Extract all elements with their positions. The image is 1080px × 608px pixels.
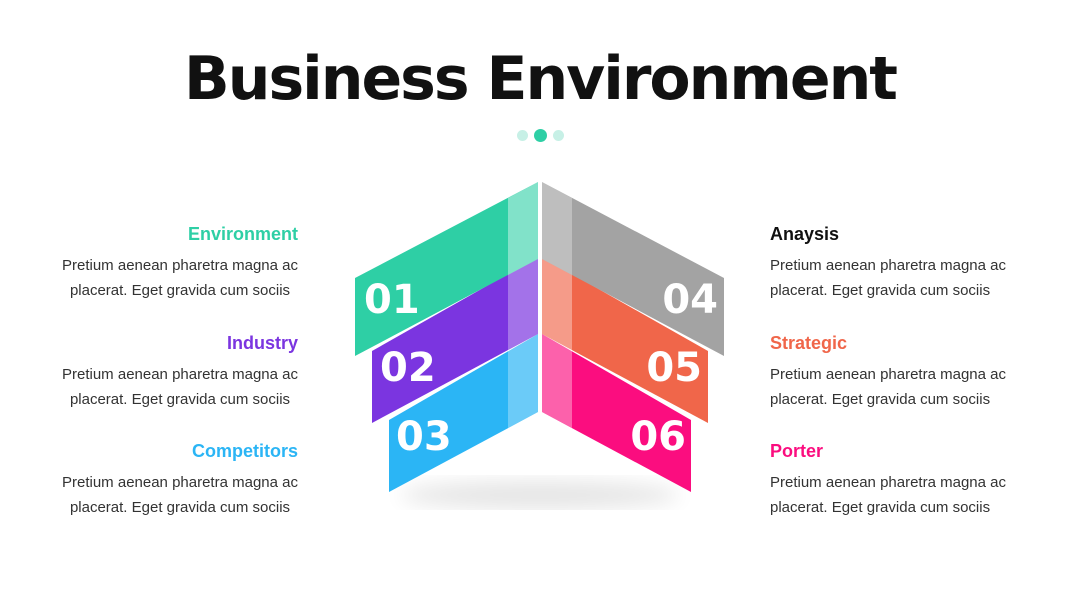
chevron-06: 06 <box>542 334 691 492</box>
chevron-04-shape <box>542 182 724 356</box>
step-02-label: Industry <box>226 333 298 353</box>
pagination-dots <box>0 129 1080 142</box>
step-01-description-line2: placerat. Eget gravida cum sociis <box>69 282 291 299</box>
step-01-description-line1: Pretium aenean pharetra magna ac <box>62 257 298 274</box>
step-03-description-line1: Pretium aenean pharetra magna ac <box>62 474 298 491</box>
pagination-dot <box>516 130 528 141</box>
chevron-04: 04 <box>542 182 724 356</box>
step-06-text: Porter Pretium aenean pharetra magna ac … <box>770 441 1010 520</box>
chevron-diagram: 03 02 01 06 05 04 <box>355 182 724 509</box>
step-04-label: Anaysis <box>770 224 840 244</box>
step-02-text: Industry Pretium aenean pharetra magna a… <box>60 333 300 412</box>
chevron-05: 05 <box>542 257 708 423</box>
step-02-description-line1: Pretium aenean pharetra magna ac <box>62 366 298 383</box>
step-05-description-line1: Pretium aenean pharetra magna ac <box>770 366 1006 383</box>
step-05-text: Strategic Pretium aenean pharetra magna … <box>770 333 1010 412</box>
pagination-dot-active <box>533 129 547 142</box>
chevron-05-highlight <box>542 257 572 351</box>
chevron-02-shape <box>372 257 538 423</box>
step-06-description-line2: placerat. Eget gravida cum sociis <box>770 499 991 516</box>
chevron-02: 02 <box>372 257 538 423</box>
chevron-06-shape <box>542 334 691 492</box>
step-06-description-line1: Pretium aenean pharetra magna ac <box>770 474 1006 491</box>
chevron-01: 01 <box>355 182 538 356</box>
chevron-04-number: 04 <box>662 277 718 323</box>
chevron-01-shape <box>355 182 538 356</box>
chevron-02-highlight <box>508 257 538 351</box>
chevron-03-number: 03 <box>396 414 452 460</box>
chevron-02-number: 02 <box>380 345 436 391</box>
step-03-text: Competitors Pretium aenean pharetra magn… <box>60 441 300 520</box>
page-title: Business Environment <box>184 44 898 114</box>
chevron-03-highlight <box>508 334 538 428</box>
step-04-description-line1: Pretium aenean pharetra magna ac <box>770 257 1006 274</box>
chevron-06-number: 06 <box>630 414 686 460</box>
step-02-description-line2: placerat. Eget gravida cum sociis <box>69 391 291 408</box>
chevron-01-highlight <box>508 182 538 275</box>
step-05-label: Strategic <box>770 333 848 353</box>
chevron-01-number: 01 <box>364 277 420 323</box>
chevron-03-shape <box>389 334 538 492</box>
step-03-label: Competitors <box>191 441 298 461</box>
diagram-shadow <box>400 481 680 509</box>
step-01-label: Environment <box>187 224 298 244</box>
pagination-dot <box>552 130 564 141</box>
step-06-label: Porter <box>770 441 824 461</box>
chevron-05-number: 05 <box>646 345 702 391</box>
step-01-text: Environment Pretium aenean pharetra magn… <box>60 224 300 303</box>
chevron-03: 03 <box>389 334 538 492</box>
chevron-05-shape <box>542 257 708 423</box>
chevron-04-highlight <box>542 182 572 275</box>
chevron-06-highlight <box>542 334 572 428</box>
step-04-description-line2: placerat. Eget gravida cum sociis <box>770 282 991 299</box>
step-03-description-line2: placerat. Eget gravida cum sociis <box>69 499 291 516</box>
step-05-description-line2: placerat. Eget gravida cum sociis <box>770 391 991 408</box>
step-04-text: Anaysis Pretium aenean pharetra magna ac… <box>770 224 1010 303</box>
